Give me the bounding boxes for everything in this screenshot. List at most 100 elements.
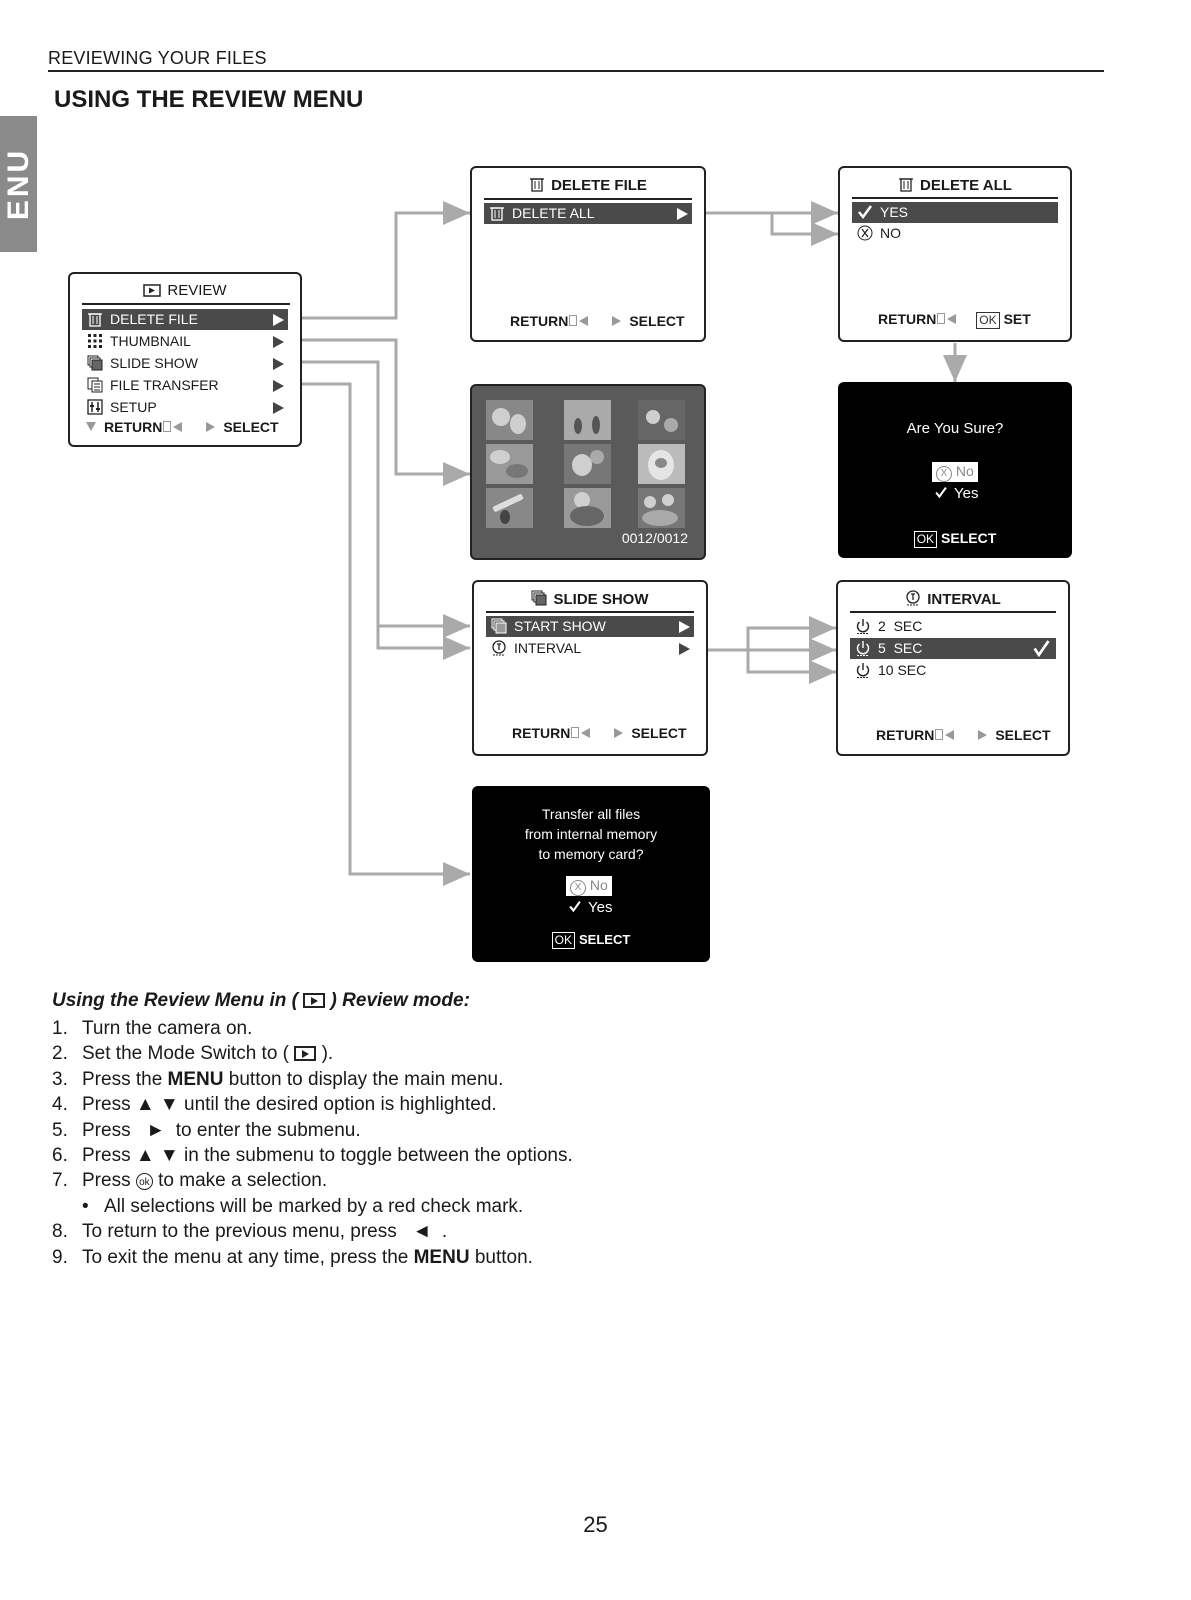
step-number: 7. xyxy=(52,1170,68,1192)
menu-item-delete-file[interactable]: DELETE FILE xyxy=(82,309,288,330)
interval-option-5-sec[interactable]: 5 SEC xyxy=(850,638,1056,659)
thumbnail-image[interactable] xyxy=(638,488,685,528)
menu-item-thumbnail[interactable]: THUMBNAIL xyxy=(82,331,288,352)
select-label[interactable]: SELECT xyxy=(631,725,687,741)
small-square-icon xyxy=(935,729,944,740)
arrow-right-icon xyxy=(273,358,284,370)
option-yes[interactable]: YES xyxy=(852,202,1058,223)
page-title: USING THE REVIEW MENU xyxy=(54,86,364,113)
step-text-part: to make a selection. xyxy=(158,1170,328,1192)
thumbnail-image[interactable] xyxy=(638,444,685,484)
select-label[interactable]: SELECT xyxy=(579,932,631,947)
arrow-right-icon xyxy=(273,314,284,326)
menu-item-start-show[interactable]: START SHOW xyxy=(486,616,694,637)
step-text-part: button to display the main menu. xyxy=(223,1068,504,1090)
menu-item-label: INTERVAL xyxy=(514,640,582,656)
interval-option-2-sec[interactable]: 2 SEC xyxy=(850,616,1056,637)
bullet: • xyxy=(82,1195,89,1217)
play-icon xyxy=(303,993,326,1008)
menu-item-setup[interactable]: SETUP xyxy=(82,397,288,418)
step-text-part: button. xyxy=(469,1246,533,1268)
delete-file-panel: DELETE FILE DELETE ALL RETURN SELECT xyxy=(470,166,706,342)
step-7: 7. Press ok to make a selection. xyxy=(52,1168,1052,1193)
timer-icon xyxy=(906,590,920,606)
select-label[interactable]: SELECT xyxy=(629,313,685,329)
ok-button-icon: OK xyxy=(551,932,576,949)
select-label[interactable]: SELECT xyxy=(223,419,279,435)
thumbnail-image[interactable] xyxy=(486,444,533,484)
return-label[interactable]: RETURN xyxy=(876,727,935,743)
title-rule xyxy=(486,611,694,613)
connector-thumbnail xyxy=(302,338,470,486)
thumbnail-image[interactable] xyxy=(564,488,611,528)
menu-item-label: SETUP xyxy=(110,399,157,415)
interval-option-10-sec[interactable]: 10 SEC xyxy=(850,660,1056,681)
slideshow-icon xyxy=(87,355,103,371)
transfer-no-option[interactable]: X No xyxy=(566,876,612,896)
menu-item-label: DELETE FILE xyxy=(110,311,198,327)
instructions: Using the Review Menu in ( ) Review mode… xyxy=(52,990,1052,1270)
menu-item-label: DELETE ALL xyxy=(512,205,595,221)
return-label[interactable]: RETURN xyxy=(104,419,163,435)
thumbnail-image[interactable] xyxy=(486,400,533,440)
transfer-message-line: Transfer all files xyxy=(541,806,641,822)
ok-button-icon: OK xyxy=(976,312,1000,329)
interval-value-label: 5 SEC xyxy=(878,638,922,659)
power-icon xyxy=(856,663,870,678)
thumbnail-image[interactable] xyxy=(564,400,611,440)
arrow-right-icon xyxy=(614,728,624,738)
return-label[interactable]: RETURN xyxy=(512,725,571,741)
step-4: 4.Press ▲ ▼ until the desired option is … xyxy=(52,1092,1052,1117)
arrow-left-icon xyxy=(581,728,591,738)
thumbnail-image[interactable] xyxy=(486,488,533,528)
option-label: YES xyxy=(880,204,909,220)
arrow-right-icon xyxy=(679,643,690,655)
flow-connectors xyxy=(302,201,967,886)
thumbnail-image[interactable] xyxy=(564,444,611,484)
arrow-right-icon xyxy=(273,336,284,348)
option-no[interactable]: NO xyxy=(852,223,1058,244)
yes-label: Yes xyxy=(954,485,979,502)
delete-file-title: DELETE FILE xyxy=(472,176,704,194)
interval-number: 2 xyxy=(878,618,886,634)
confirm-question: Are You Sure? xyxy=(906,420,1004,437)
step-text: Set the Mode Switch to ( ). xyxy=(82,1041,333,1066)
menu-button-label: MENU xyxy=(167,1068,224,1090)
interval-value-label: 2 SEC xyxy=(878,616,922,637)
step-text: Press ▲ ▼ until the desired option is hi… xyxy=(82,1094,497,1116)
transfer-yes-option[interactable]: Yes xyxy=(568,899,612,916)
review-menu-panel: REVIEW DELETE FILE THUMBNAIL SLIDE SHOW … xyxy=(68,272,302,447)
step-number: 3. xyxy=(52,1068,68,1090)
interval-unit: SEC xyxy=(893,640,923,656)
menu-button-label: MENU xyxy=(413,1246,470,1268)
trash-icon xyxy=(530,178,545,192)
set-label[interactable]: SET xyxy=(1003,311,1031,327)
x-circle-icon: X xyxy=(936,466,952,482)
connector-delete-all-no xyxy=(770,213,838,246)
confirm-yes-option[interactable]: Yes xyxy=(934,485,978,502)
step-8: 8.To return to the previous menu, press … xyxy=(52,1219,1052,1244)
return-label[interactable]: RETURN xyxy=(878,311,937,327)
menu-item-delete-all[interactable]: DELETE ALL xyxy=(484,203,692,224)
select-label[interactable]: SELECT xyxy=(995,727,1051,743)
step-number: 2. xyxy=(52,1043,68,1065)
confirm-no-option[interactable]: X No xyxy=(932,462,978,482)
menu-item-slide-show[interactable]: SLIDE SHOW xyxy=(82,353,288,374)
thumbnail-screen: 0012/0012 xyxy=(470,384,706,560)
step-3: 3.Press the MENU button to display the m… xyxy=(52,1067,1052,1092)
menu-item-file-transfer[interactable]: FILE TRANSFER xyxy=(82,375,288,396)
arrow-right-icon xyxy=(677,208,688,220)
arrow-down-icon xyxy=(86,422,96,431)
step-text: Press ok to make a selection. xyxy=(82,1168,327,1193)
return-label[interactable]: RETURN xyxy=(510,313,569,329)
menu-item-interval[interactable]: INTERVAL xyxy=(486,638,694,659)
option-label: NO xyxy=(880,225,901,241)
thumbnail-image[interactable] xyxy=(638,400,685,440)
select-label[interactable]: SELECT xyxy=(941,530,997,546)
